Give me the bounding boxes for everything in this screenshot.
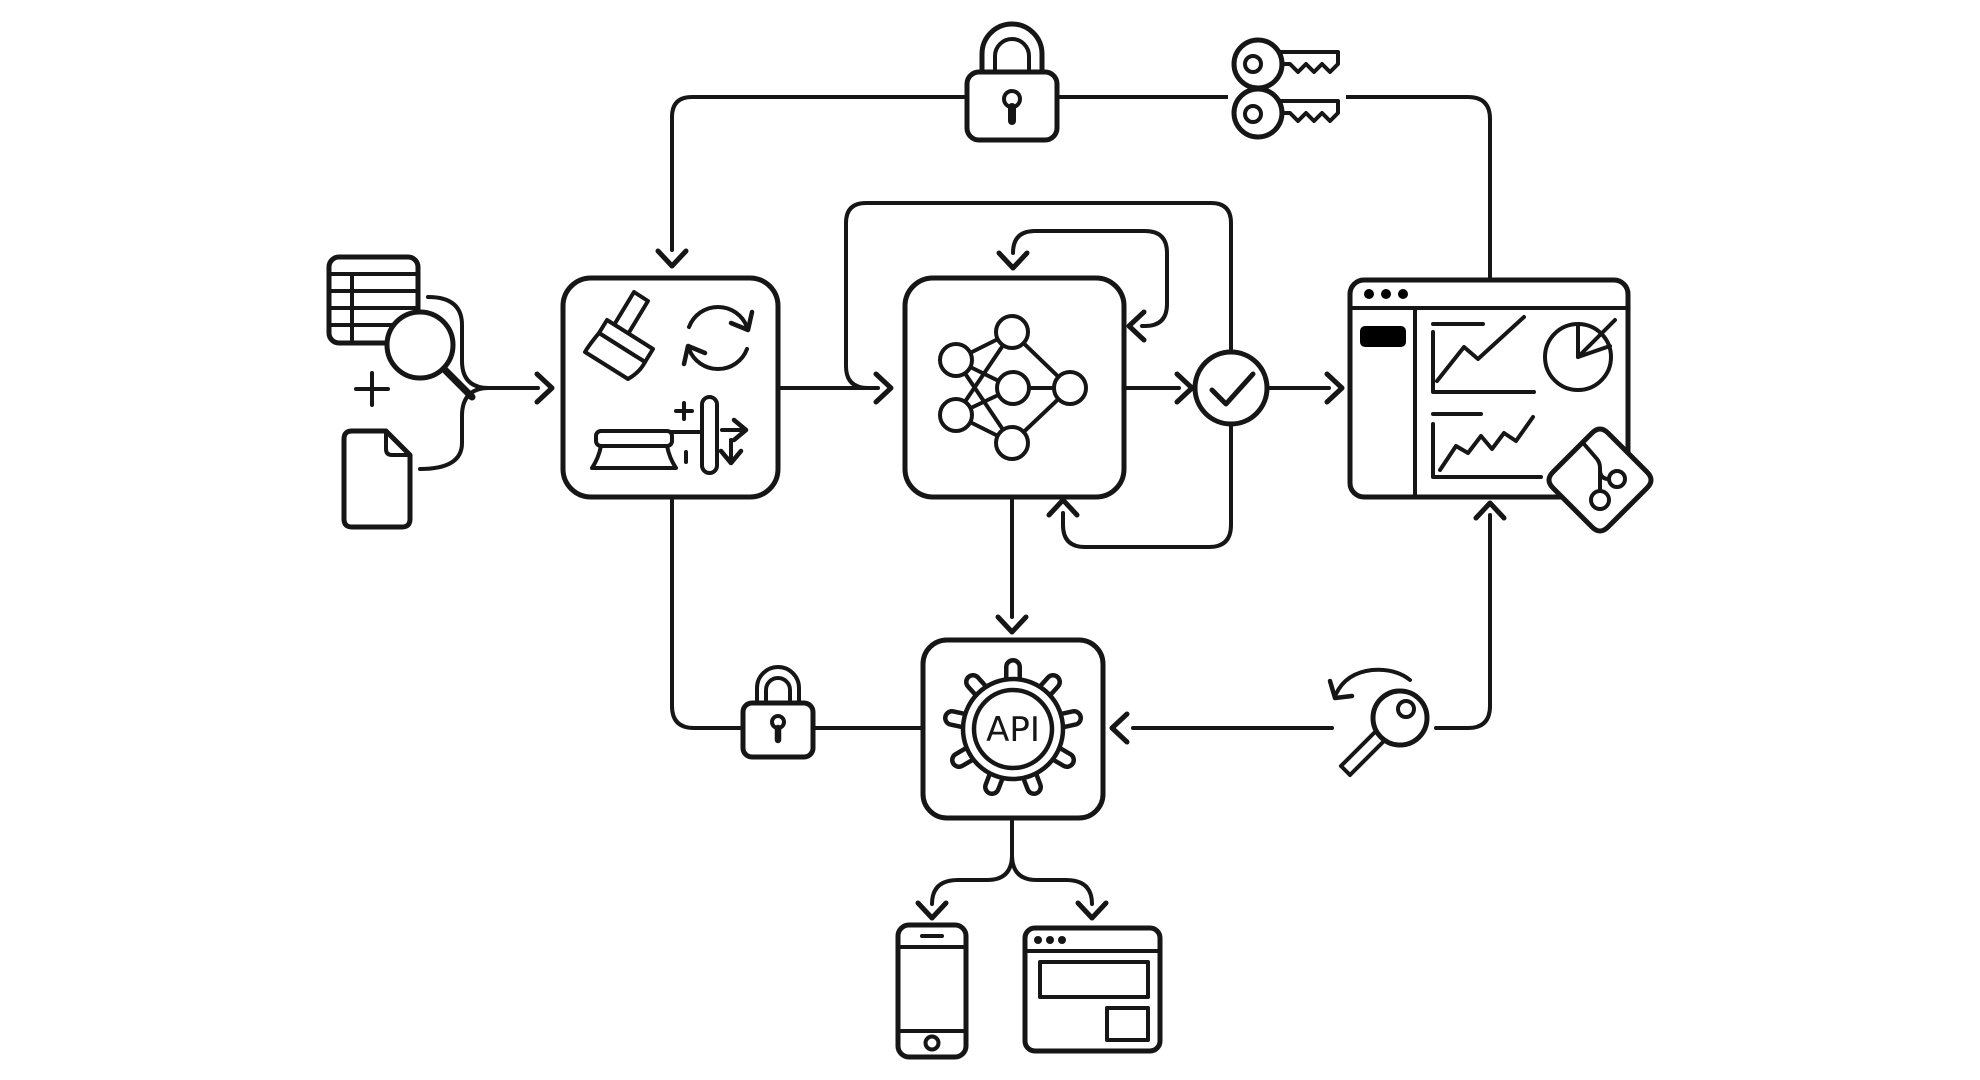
window-dots-icon [1364, 289, 1408, 299]
key-bottom [1231, 86, 1340, 140]
validation-to-dashboard-connector [1265, 371, 1345, 405]
rotate-arrow-icon [1334, 667, 1412, 696]
model-node [902, 275, 1127, 500]
padlock-top-icon [964, 21, 1060, 143]
spreadsheet-search-icon [326, 254, 476, 401]
double-keys-icon [1228, 37, 1346, 140]
validation-feedback-connector [1046, 422, 1233, 549]
pie-chart-icon [1543, 318, 1617, 392]
broom-icon [583, 290, 655, 381]
model-to-api-connector [995, 495, 1029, 635]
preprocess-to-model-connector [776, 371, 894, 405]
smartphone-icon [895, 922, 969, 1060]
hero-block [1038, 960, 1150, 999]
padlock-bottom-icon [740, 665, 816, 760]
gear-icon [943, 658, 1083, 796]
check-circle-icon [1192, 349, 1270, 427]
sync-arrows-icon [681, 305, 755, 371]
bar-chart-icon [1431, 315, 1536, 394]
api-to-devices-connector [915, 816, 1109, 921]
plus-icon [354, 371, 390, 407]
tuning-loop-connector [996, 229, 1169, 343]
side-block [1105, 1006, 1150, 1042]
api-label: API [986, 710, 1040, 750]
sparkle-clean-icon [588, 391, 678, 470]
rotating-key-icon [1327, 667, 1430, 777]
source-merge-connector [418, 295, 555, 471]
preprocessing-node [560, 275, 781, 500]
dashboard-sidebar [1360, 326, 1406, 390]
phone-home-button [923, 1034, 941, 1052]
git-icon [1546, 426, 1654, 534]
document-icon [341, 428, 413, 530]
secure-line-top-connector [655, 95, 1492, 281]
magnifier-glass [384, 309, 456, 381]
neural-network-icon [938, 314, 1088, 461]
api-node: API [920, 637, 1106, 821]
key-to-dashboard-connector [1434, 500, 1507, 730]
line-chart-icon [1431, 412, 1543, 479]
browser-dots-icon [1034, 936, 1066, 944]
retrain-loop-connector [844, 201, 1233, 390]
web-page-icon [1022, 925, 1163, 1054]
key-to-api-connector [1109, 711, 1334, 745]
dashboard-node [1347, 277, 1631, 500]
filter-sliders-icon [669, 395, 749, 475]
model-to-validation-connector [1122, 371, 1195, 405]
key-top [1231, 37, 1340, 91]
api-key-icon [1339, 688, 1430, 777]
secure-line-bottom-connector [670, 495, 925, 730]
